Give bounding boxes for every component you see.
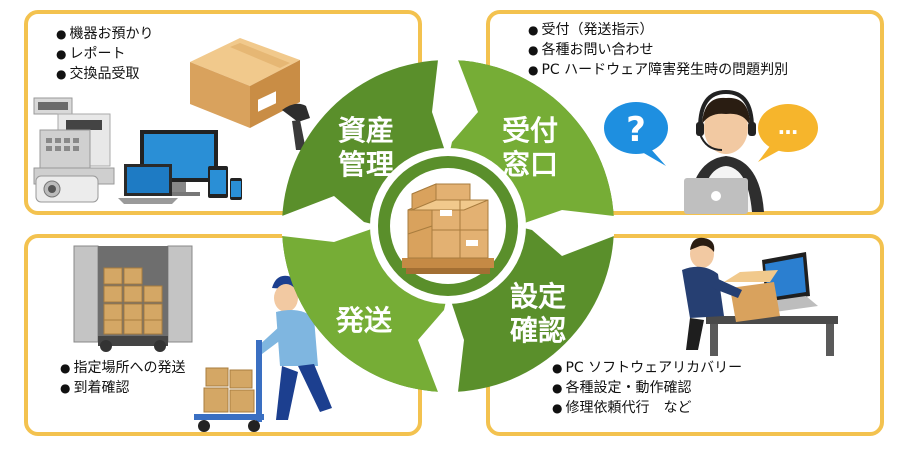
segment-label-shipping: 発送 xyxy=(335,304,392,337)
list-item: レポート xyxy=(56,44,153,64)
ellipsis-text: … xyxy=(778,115,798,139)
segment-label-reception-2: 窓口 xyxy=(502,148,558,181)
question-bubble-icon: ? xyxy=(604,102,668,166)
segment-label-asset-1: 資産 xyxy=(338,114,394,147)
list-item: 各種お問い合わせ xyxy=(528,40,788,60)
segment-label-settings-2: 確認 xyxy=(510,314,566,347)
list-item: 受付（発送指示） xyxy=(528,20,788,40)
computer-devices-icon xyxy=(118,130,242,204)
question-mark-text: ? xyxy=(626,110,646,150)
cycle-arrow-dividers xyxy=(282,60,614,392)
list-asset-management: 機器お預かり レポート 交換品受取 xyxy=(56,24,153,84)
projector-icon xyxy=(35,175,99,203)
segment-label-settings-1: 設定 xyxy=(510,280,566,313)
technician-icon xyxy=(682,237,838,356)
list-item: 指定場所への発送 xyxy=(60,358,185,378)
chat-bubble-icon: … xyxy=(758,104,818,162)
list-item: 修理依頼代行 など xyxy=(552,398,742,418)
call-center-operator-icon xyxy=(684,89,764,214)
list-item: PC ハードウェア障害発生時の問題判別 xyxy=(528,60,788,80)
barcode-scanner-icon xyxy=(282,103,310,150)
list-item: PC ソフトウェアリカバリー xyxy=(552,358,742,378)
hand-cart-icon xyxy=(194,340,264,432)
list-reception: 受付（発送指示） 各種お問い合わせ PC ハードウェア障害発生時の問題判別 xyxy=(528,20,788,80)
open-box-icon xyxy=(724,270,780,322)
segment-label-reception-1: 受付 xyxy=(502,114,558,147)
segment-label-asset-2: 管理 xyxy=(338,148,394,181)
pallet-boxes-icon xyxy=(402,183,494,274)
list-item: 機器お預かり xyxy=(56,24,153,44)
list-item: 到着確認 xyxy=(60,378,185,398)
list-item: 各種設定・動作確認 xyxy=(552,378,742,398)
cardboard-box-icon xyxy=(190,38,300,128)
list-settings: PC ソフトウェアリカバリー 各種設定・動作確認 修理依頼代行 など xyxy=(552,358,742,418)
list-item: 交換品受取 xyxy=(56,64,153,84)
delivery-truck-icon xyxy=(73,245,193,352)
list-shipping: 指定場所への発送 到着確認 xyxy=(60,358,185,398)
